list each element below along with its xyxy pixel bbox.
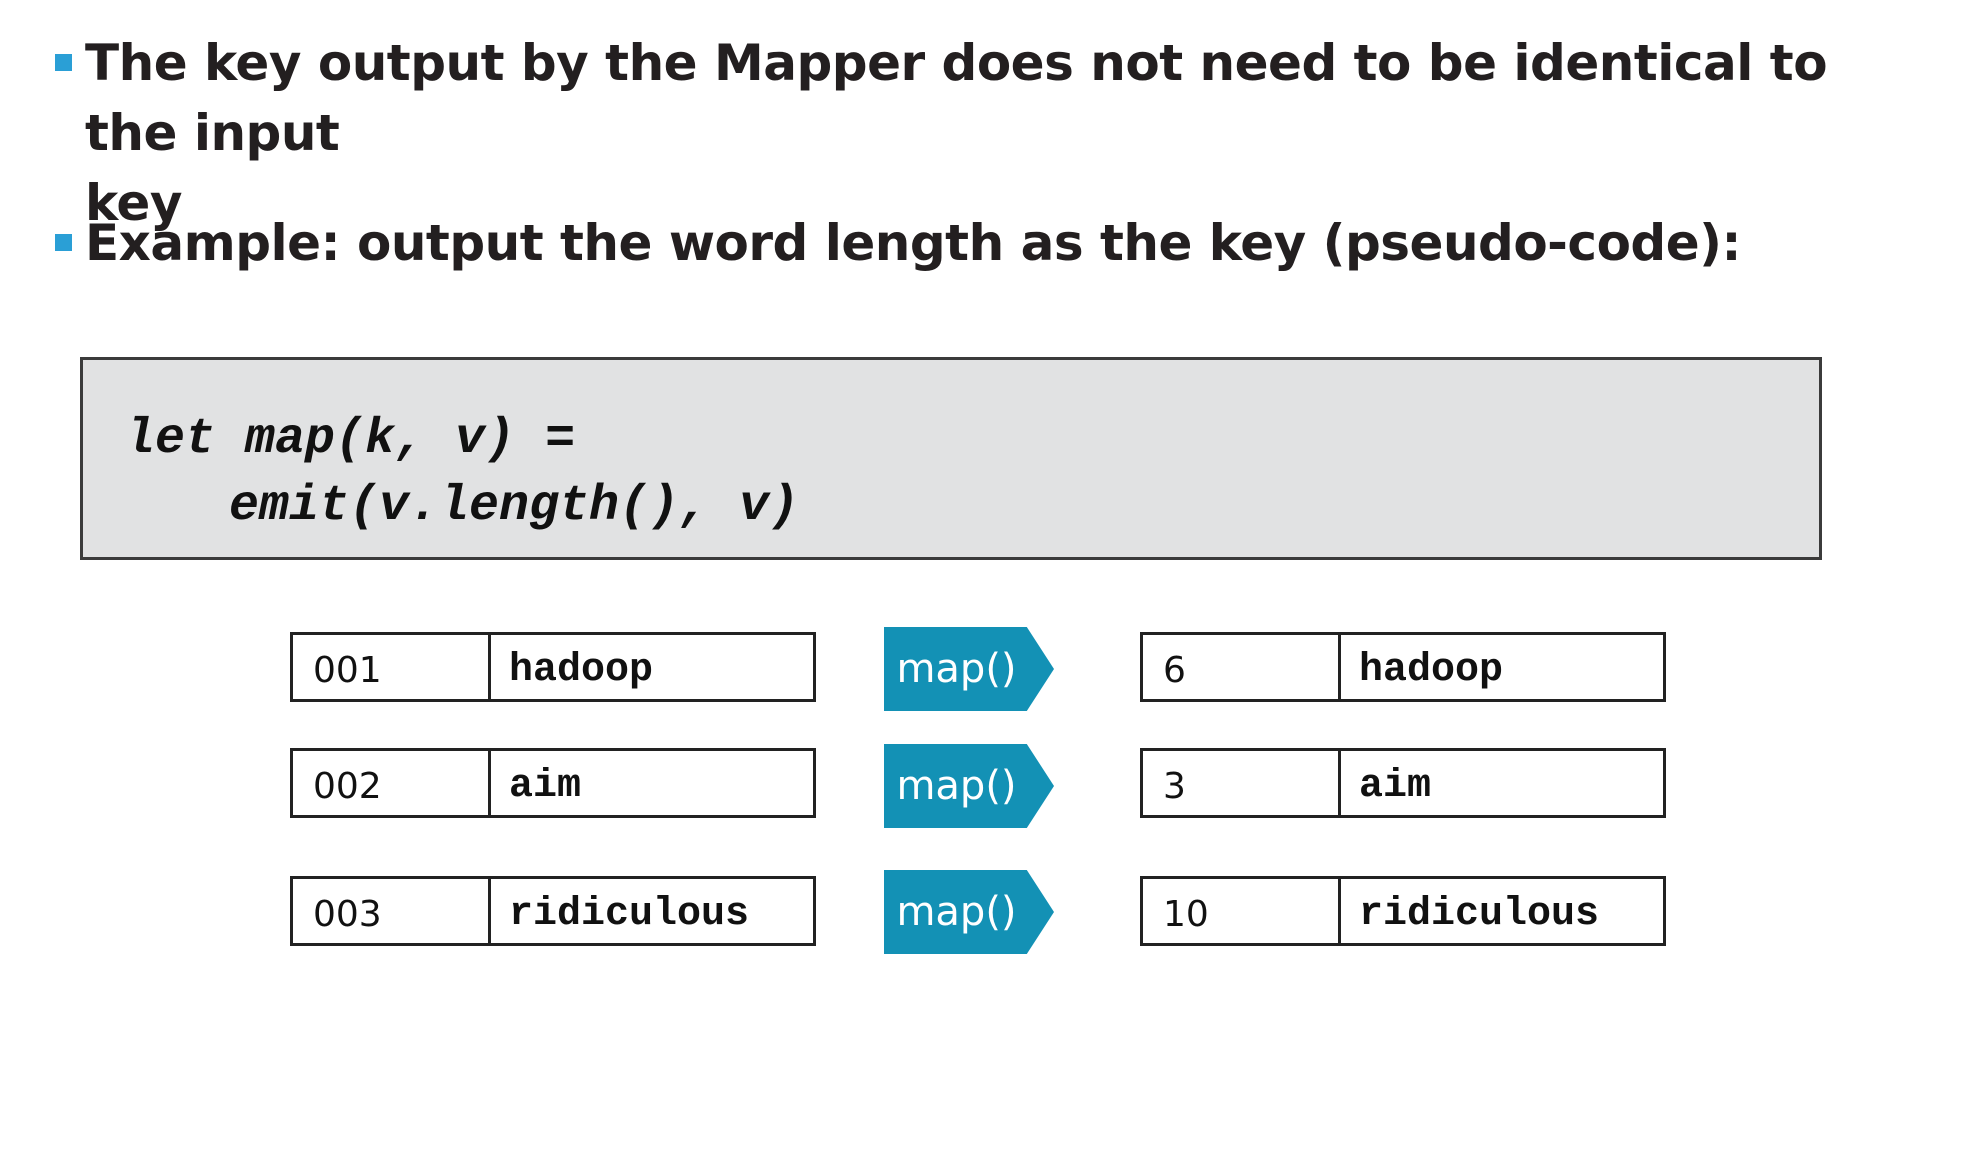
map-label: map(): [896, 763, 1017, 809]
code-line-2: emit(v.length(), v): [229, 478, 800, 535]
bullet-square-icon: [55, 54, 72, 71]
output-value: aim: [1359, 764, 1432, 809]
cell-divider: [488, 751, 491, 815]
output-key: 10: [1163, 894, 1209, 935]
input-key: 001: [313, 650, 382, 691]
pseudo-code-block: let map(k, v) = emit(v.length(), v): [80, 357, 1822, 560]
cell-divider: [1338, 879, 1341, 943]
output-value: ridiculous: [1359, 892, 1600, 937]
output-key: 3: [1163, 766, 1186, 807]
output-value: hadoop: [1359, 648, 1504, 693]
input-record-1: 001 hadoop: [290, 632, 816, 702]
bullet-text-1-line-1: The key output by the Mapper does not ne…: [85, 34, 1828, 162]
map-function-arrow-2: map(): [884, 744, 1054, 828]
bullet-text-2: Example: output the word length as the k…: [85, 214, 1741, 272]
output-key: 6: [1163, 650, 1186, 691]
map-function-arrow-1: map(): [884, 627, 1054, 711]
cell-divider: [1338, 751, 1341, 815]
input-key: 002: [313, 766, 382, 807]
map-label: map(): [896, 646, 1017, 692]
bullet-text-1: The key output by the Mapper does not ne…: [85, 28, 1885, 238]
bullet-text-1-line-2: key: [85, 174, 182, 232]
input-record-2: 002 aim: [290, 748, 816, 818]
input-record-3: 003 ridiculous: [290, 876, 816, 946]
cell-divider: [488, 635, 491, 699]
input-key: 003: [313, 894, 382, 935]
cell-divider: [1338, 635, 1341, 699]
output-record-2: 3 aim: [1140, 748, 1666, 818]
input-value: hadoop: [509, 648, 654, 693]
input-value: aim: [509, 764, 582, 809]
output-record-3: 10 ridiculous: [1140, 876, 1666, 946]
code-line-1: let map(k, v) =: [125, 411, 576, 468]
map-function-arrow-3: map(): [884, 870, 1054, 954]
cell-divider: [488, 879, 491, 943]
output-record-1: 6 hadoop: [1140, 632, 1666, 702]
bullet-square-icon: [55, 234, 72, 251]
input-value: ridiculous: [509, 892, 750, 937]
map-label: map(): [896, 889, 1017, 935]
